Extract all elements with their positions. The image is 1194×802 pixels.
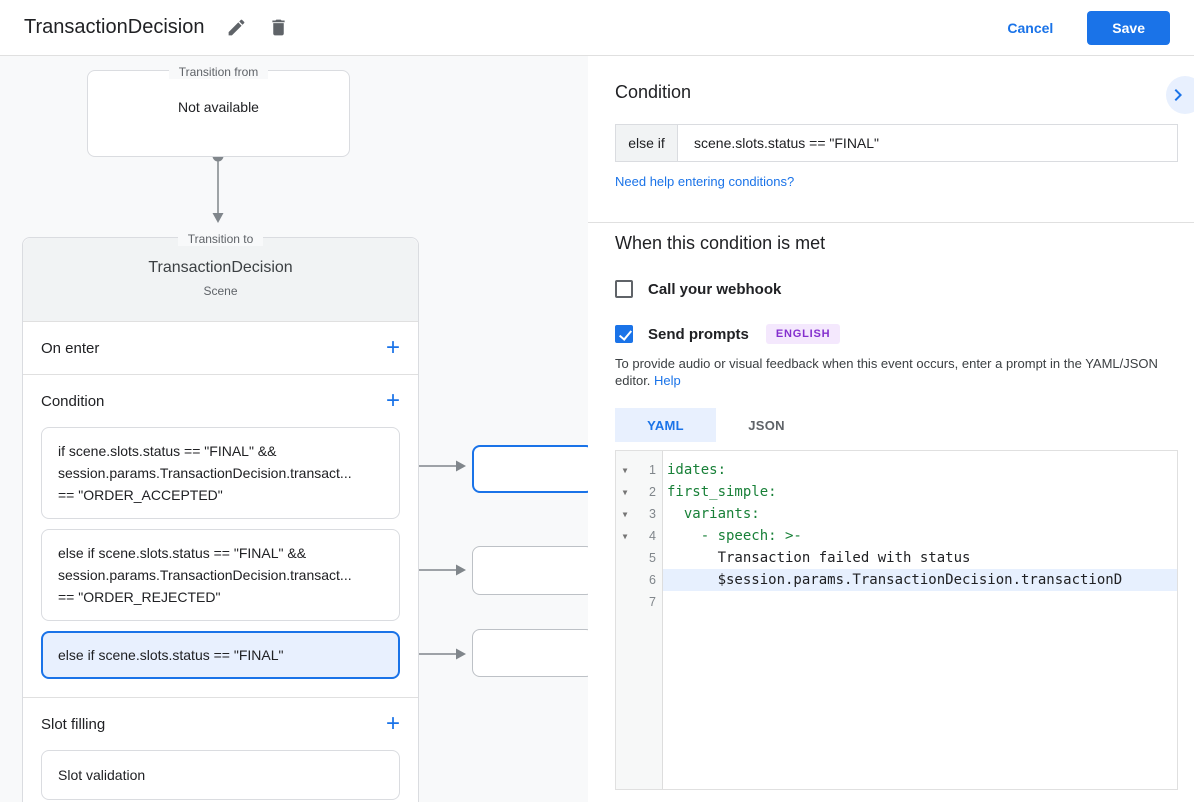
- transition-to-box: Transition to TransactionDecision Scene …: [22, 232, 419, 802]
- line-number: 1: [649, 463, 656, 477]
- fold-arrow-icon[interactable]: ▼: [622, 509, 628, 519]
- cancel-button[interactable]: Cancel: [1007, 19, 1054, 36]
- fold-arrow-icon[interactable]: ▼: [622, 465, 628, 475]
- condition-expression-input[interactable]: [678, 125, 1177, 161]
- line-number: 2: [649, 485, 656, 499]
- transition-from-legend: Transition from: [88, 63, 349, 81]
- condition-detail-panel: Condition else if Need help entering con…: [588, 56, 1194, 802]
- code-line[interactable]: $session.params.TransactionDecision.tran…: [663, 569, 1177, 591]
- code-line[interactable]: - speech: >-: [667, 528, 802, 544]
- when-condition-heading: When this condition is met: [615, 233, 826, 253]
- editor-gutter: ▼ 1 ▼ 2 ▼ 3 ▼ 4 5 6 7: [616, 451, 663, 789]
- transition-target-box-2[interactable]: [472, 546, 594, 595]
- send-prompts-checkbox[interactable]: [615, 325, 633, 343]
- delete-icon[interactable]: [266, 16, 290, 40]
- code-line[interactable]: Transaction failed with status: [667, 550, 971, 566]
- condition-card-list: if scene.slots.status == "FINAL" &&sessi…: [23, 427, 418, 697]
- fold-arrow-icon[interactable]: ▼: [622, 531, 628, 541]
- collapse-panel-button[interactable]: [1166, 76, 1194, 114]
- scene-name: TransactionDecision: [148, 259, 293, 276]
- conditions-help-link[interactable]: Need help entering conditions?: [615, 174, 795, 189]
- panel-divider: [588, 222, 1194, 223]
- on-enter-label: On enter: [41, 339, 100, 357]
- editor-tabs: YAML JSON: [615, 408, 1178, 442]
- call-webhook-checkbox[interactable]: [615, 280, 633, 298]
- yaml-editor[interactable]: ▼ 1 ▼ 2 ▼ 3 ▼ 4 5 6 7 idates: first_simple: variant…: [615, 450, 1178, 790]
- prompt-description: To provide audio or visual feedback when…: [615, 356, 1158, 388]
- send-prompts-label: Send prompts: [648, 325, 749, 343]
- line-number: 3: [649, 507, 656, 521]
- condition-card[interactable]: else if scene.slots.status == "FINAL" &&…: [41, 529, 400, 621]
- chevron-right-icon: [1174, 89, 1182, 101]
- code-line[interactable]: idates:: [667, 462, 727, 478]
- fold-arrow-icon[interactable]: ▼: [622, 487, 628, 497]
- scene-type-label: Scene: [203, 284, 238, 298]
- line-number: 5: [649, 551, 656, 565]
- condition-card[interactable]: Slot validation: [41, 750, 400, 800]
- on-enter-section: On enter +: [23, 321, 418, 374]
- save-button[interactable]: Save: [1087, 10, 1170, 45]
- slot-filling-section: Slot filling + Slot validation: [23, 697, 418, 802]
- slot-filling-label: Slot filling: [41, 715, 106, 733]
- add-icon[interactable]: +: [385, 334, 400, 361]
- help-link[interactable]: Help: [654, 373, 681, 388]
- line-number: 4: [649, 529, 656, 543]
- transition-to-legend: Transition to: [23, 230, 418, 248]
- editor-code-area[interactable]: idates: first_simple: variants: - speech:…: [663, 451, 1177, 789]
- panel-title: Condition: [615, 82, 692, 102]
- code-line[interactable]: [663, 591, 1177, 613]
- condition-expression-field: else if: [615, 124, 1178, 162]
- condition-section: Condition + if scene.slots.status == "FI…: [23, 374, 418, 697]
- add-icon[interactable]: +: [385, 710, 400, 737]
- tab-yaml[interactable]: YAML: [615, 408, 716, 442]
- transition-from-value: Not available: [178, 99, 259, 115]
- page-title: TransactionDecision: [24, 16, 205, 38]
- transition-target-box-3[interactable]: [472, 629, 594, 677]
- transition-target-box-1[interactable]: [472, 445, 594, 493]
- tab-json[interactable]: JSON: [748, 417, 785, 433]
- line-number: 6: [649, 573, 656, 587]
- slot-card-list: Slot validation: [23, 750, 418, 802]
- language-badge: ENGLISH: [765, 324, 841, 344]
- edit-icon[interactable]: [224, 16, 248, 40]
- condition-card[interactable]: else if scene.slots.status == "FINAL": [41, 631, 400, 679]
- transition-from-box: Transition from Not available: [87, 65, 350, 157]
- condition-card[interactable]: if scene.slots.status == "FINAL" &&sessi…: [41, 427, 400, 519]
- scene-header: TransactionDecision Scene: [23, 238, 418, 321]
- call-webhook-label: Call your webhook: [648, 280, 782, 298]
- condition-prefix-label: else if: [616, 125, 678, 161]
- top-bar: TransactionDecision Cancel Save: [0, 0, 1194, 56]
- code-line[interactable]: first_simple:: [667, 484, 777, 500]
- condition-label: Condition: [41, 392, 105, 410]
- line-number: 7: [649, 595, 656, 609]
- code-line[interactable]: variants:: [667, 506, 760, 522]
- scene-canvas: Transition from Not available Transition…: [0, 56, 1194, 802]
- add-icon[interactable]: +: [385, 387, 400, 414]
